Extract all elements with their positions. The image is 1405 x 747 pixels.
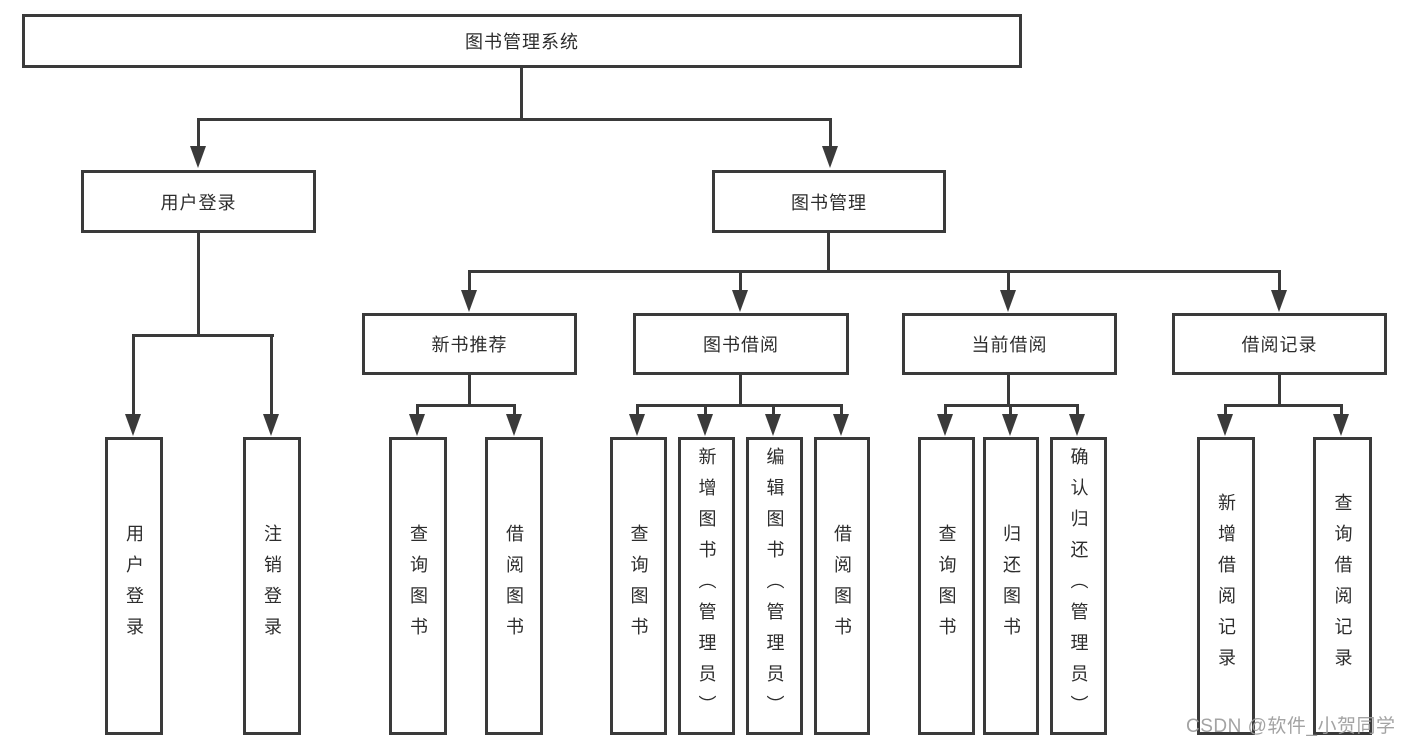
connector-g3-stem bbox=[1007, 375, 1010, 407]
connector-g2-bar bbox=[636, 404, 843, 407]
arrowhead-g3-leaf1 bbox=[937, 414, 953, 436]
group-current-borrow-label: 当前借阅 bbox=[971, 335, 1048, 355]
root-node-label: 图书管理系统 bbox=[465, 32, 579, 52]
connector-g2-drop3 bbox=[772, 404, 775, 418]
arrowhead-group-records bbox=[1271, 290, 1287, 312]
group-new-book-recommend: 新书推荐 bbox=[362, 313, 577, 375]
arrowhead-g3-leaf2 bbox=[1002, 414, 1018, 436]
leaf-query-books-recommend: 查询图书 bbox=[389, 437, 447, 735]
arrowhead-g2-leaf2 bbox=[697, 414, 713, 436]
connector-login-stem bbox=[197, 233, 200, 336]
leaf-add-borrow-record: 新增借阅记录 bbox=[1197, 437, 1255, 735]
leaf-query-books-current: 查询图书 bbox=[918, 437, 975, 735]
group-new-book-recommend-label: 新书推荐 bbox=[431, 335, 508, 355]
leaf-query-borrow-record-label: 查询借阅记录 bbox=[1332, 493, 1353, 679]
arrowhead-mgmt bbox=[822, 146, 838, 168]
connector-g4-drop2 bbox=[1340, 404, 1343, 418]
arrowhead-leaf-logout bbox=[263, 414, 279, 436]
group-book-borrow-label: 图书借阅 bbox=[703, 335, 779, 355]
leaf-add-book-admin: 新增图书（管理员） bbox=[678, 437, 735, 735]
connector-login-bar bbox=[132, 334, 274, 337]
branch-user-login: 用户登录 bbox=[81, 170, 316, 233]
leaf-query-borrow-record: 查询借阅记录 bbox=[1313, 437, 1372, 735]
arrowhead-login bbox=[190, 146, 206, 168]
leaf-return-books-label: 归还图书 bbox=[1001, 524, 1021, 648]
connector-mgmt-bar bbox=[468, 270, 1281, 273]
leaf-query-books-current-label: 查询图书 bbox=[936, 524, 957, 648]
connector-drop-group-records bbox=[1278, 270, 1281, 292]
leaf-edit-book-admin: 编辑图书（管理员） bbox=[746, 437, 803, 735]
connector-drop-group-recommend bbox=[468, 270, 471, 292]
connector-g4-drop1 bbox=[1224, 404, 1227, 418]
group-borrow-records: 借阅记录 bbox=[1172, 313, 1387, 375]
branch-book-management-label: 图书管理 bbox=[791, 192, 867, 213]
arrowhead-group-current bbox=[1000, 290, 1016, 312]
arrowhead-g1-leaf2 bbox=[506, 414, 522, 436]
watermark-text: CSDN @软件_小贺同学 bbox=[1186, 716, 1396, 737]
leaf-user-login-label: 用户登录 bbox=[124, 524, 144, 648]
connector-g2-drop2 bbox=[704, 404, 707, 418]
connector-drop-leaf-user-login bbox=[132, 334, 135, 416]
arrowhead-g2-leaf1 bbox=[629, 414, 645, 436]
leaf-user-login: 用户登录 bbox=[105, 437, 163, 735]
leaf-borrow-books-recommend-label: 借阅图书 bbox=[504, 524, 524, 648]
connector-g1-drop1 bbox=[416, 404, 419, 418]
group-borrow-records-label: 借阅记录 bbox=[1241, 335, 1318, 355]
connector-g2-stem bbox=[739, 375, 742, 407]
arrowhead-g4-leaf2 bbox=[1333, 414, 1349, 436]
group-book-borrow: 图书借阅 bbox=[633, 313, 849, 375]
group-current-borrow: 当前借阅 bbox=[902, 313, 1117, 375]
connector-g3-drop1 bbox=[944, 404, 947, 418]
leaf-query-books-borrow: 查询图书 bbox=[610, 437, 667, 735]
branch-book-management: 图书管理 bbox=[712, 170, 946, 233]
connector-g1-drop2 bbox=[513, 404, 516, 418]
leaf-borrow-books-2-label: 借阅图书 bbox=[832, 524, 852, 648]
connector-drop-group-borrow bbox=[739, 270, 742, 292]
connector-root-bar bbox=[197, 118, 832, 121]
connector-root-stem bbox=[520, 68, 523, 120]
branch-user-login-label: 用户登录 bbox=[160, 192, 237, 213]
leaf-add-book-admin-label: 新增图书（管理员） bbox=[696, 446, 717, 726]
connector-drop-mgmt bbox=[829, 118, 832, 148]
arrowhead-g2-leaf3 bbox=[765, 414, 781, 436]
connector-g4-bar bbox=[1224, 404, 1343, 407]
connector-g3-drop2 bbox=[1009, 404, 1012, 418]
leaf-add-borrow-record-label: 新增借阅记录 bbox=[1216, 493, 1236, 679]
leaf-logout: 注销登录 bbox=[243, 437, 301, 735]
arrowhead-leaf-user-login bbox=[125, 414, 141, 436]
arrowhead-g3-leaf3 bbox=[1069, 414, 1085, 436]
arrowhead-g4-leaf1 bbox=[1217, 414, 1233, 436]
connector-g1-stem bbox=[468, 375, 471, 407]
leaf-query-books-borrow-label: 查询图书 bbox=[628, 524, 649, 648]
root-node: 图书管理系统 bbox=[22, 14, 1022, 68]
leaf-confirm-return-admin: 确认归还（管理员） bbox=[1050, 437, 1107, 735]
connector-drop-login bbox=[197, 118, 200, 148]
leaf-return-books: 归还图书 bbox=[983, 437, 1039, 735]
arrowhead-group-borrow bbox=[732, 290, 748, 312]
connector-g4-stem bbox=[1278, 375, 1281, 407]
leaf-logout-label: 注销登录 bbox=[262, 524, 282, 648]
leaf-borrow-books-recommend: 借阅图书 bbox=[485, 437, 543, 735]
connector-g2-drop4 bbox=[840, 404, 843, 418]
leaf-query-books-recommend-label: 查询图书 bbox=[408, 524, 428, 648]
arrowhead-g2-leaf4 bbox=[833, 414, 849, 436]
connector-g1-bar bbox=[416, 404, 516, 407]
connector-drop-leaf-logout bbox=[270, 334, 273, 416]
leaf-edit-book-admin-label: 编辑图书（管理员） bbox=[764, 446, 785, 726]
connector-g2-drop1 bbox=[636, 404, 639, 418]
connector-drop-group-current bbox=[1007, 270, 1010, 292]
leaf-borrow-books-2: 借阅图书 bbox=[814, 437, 870, 735]
leaf-confirm-return-admin-label: 确认归还（管理员） bbox=[1068, 446, 1089, 726]
arrowhead-g1-leaf1 bbox=[409, 414, 425, 436]
connector-g3-drop3 bbox=[1076, 404, 1079, 418]
connector-mgmt-stem bbox=[827, 233, 830, 273]
arrowhead-group-recommend bbox=[461, 290, 477, 312]
